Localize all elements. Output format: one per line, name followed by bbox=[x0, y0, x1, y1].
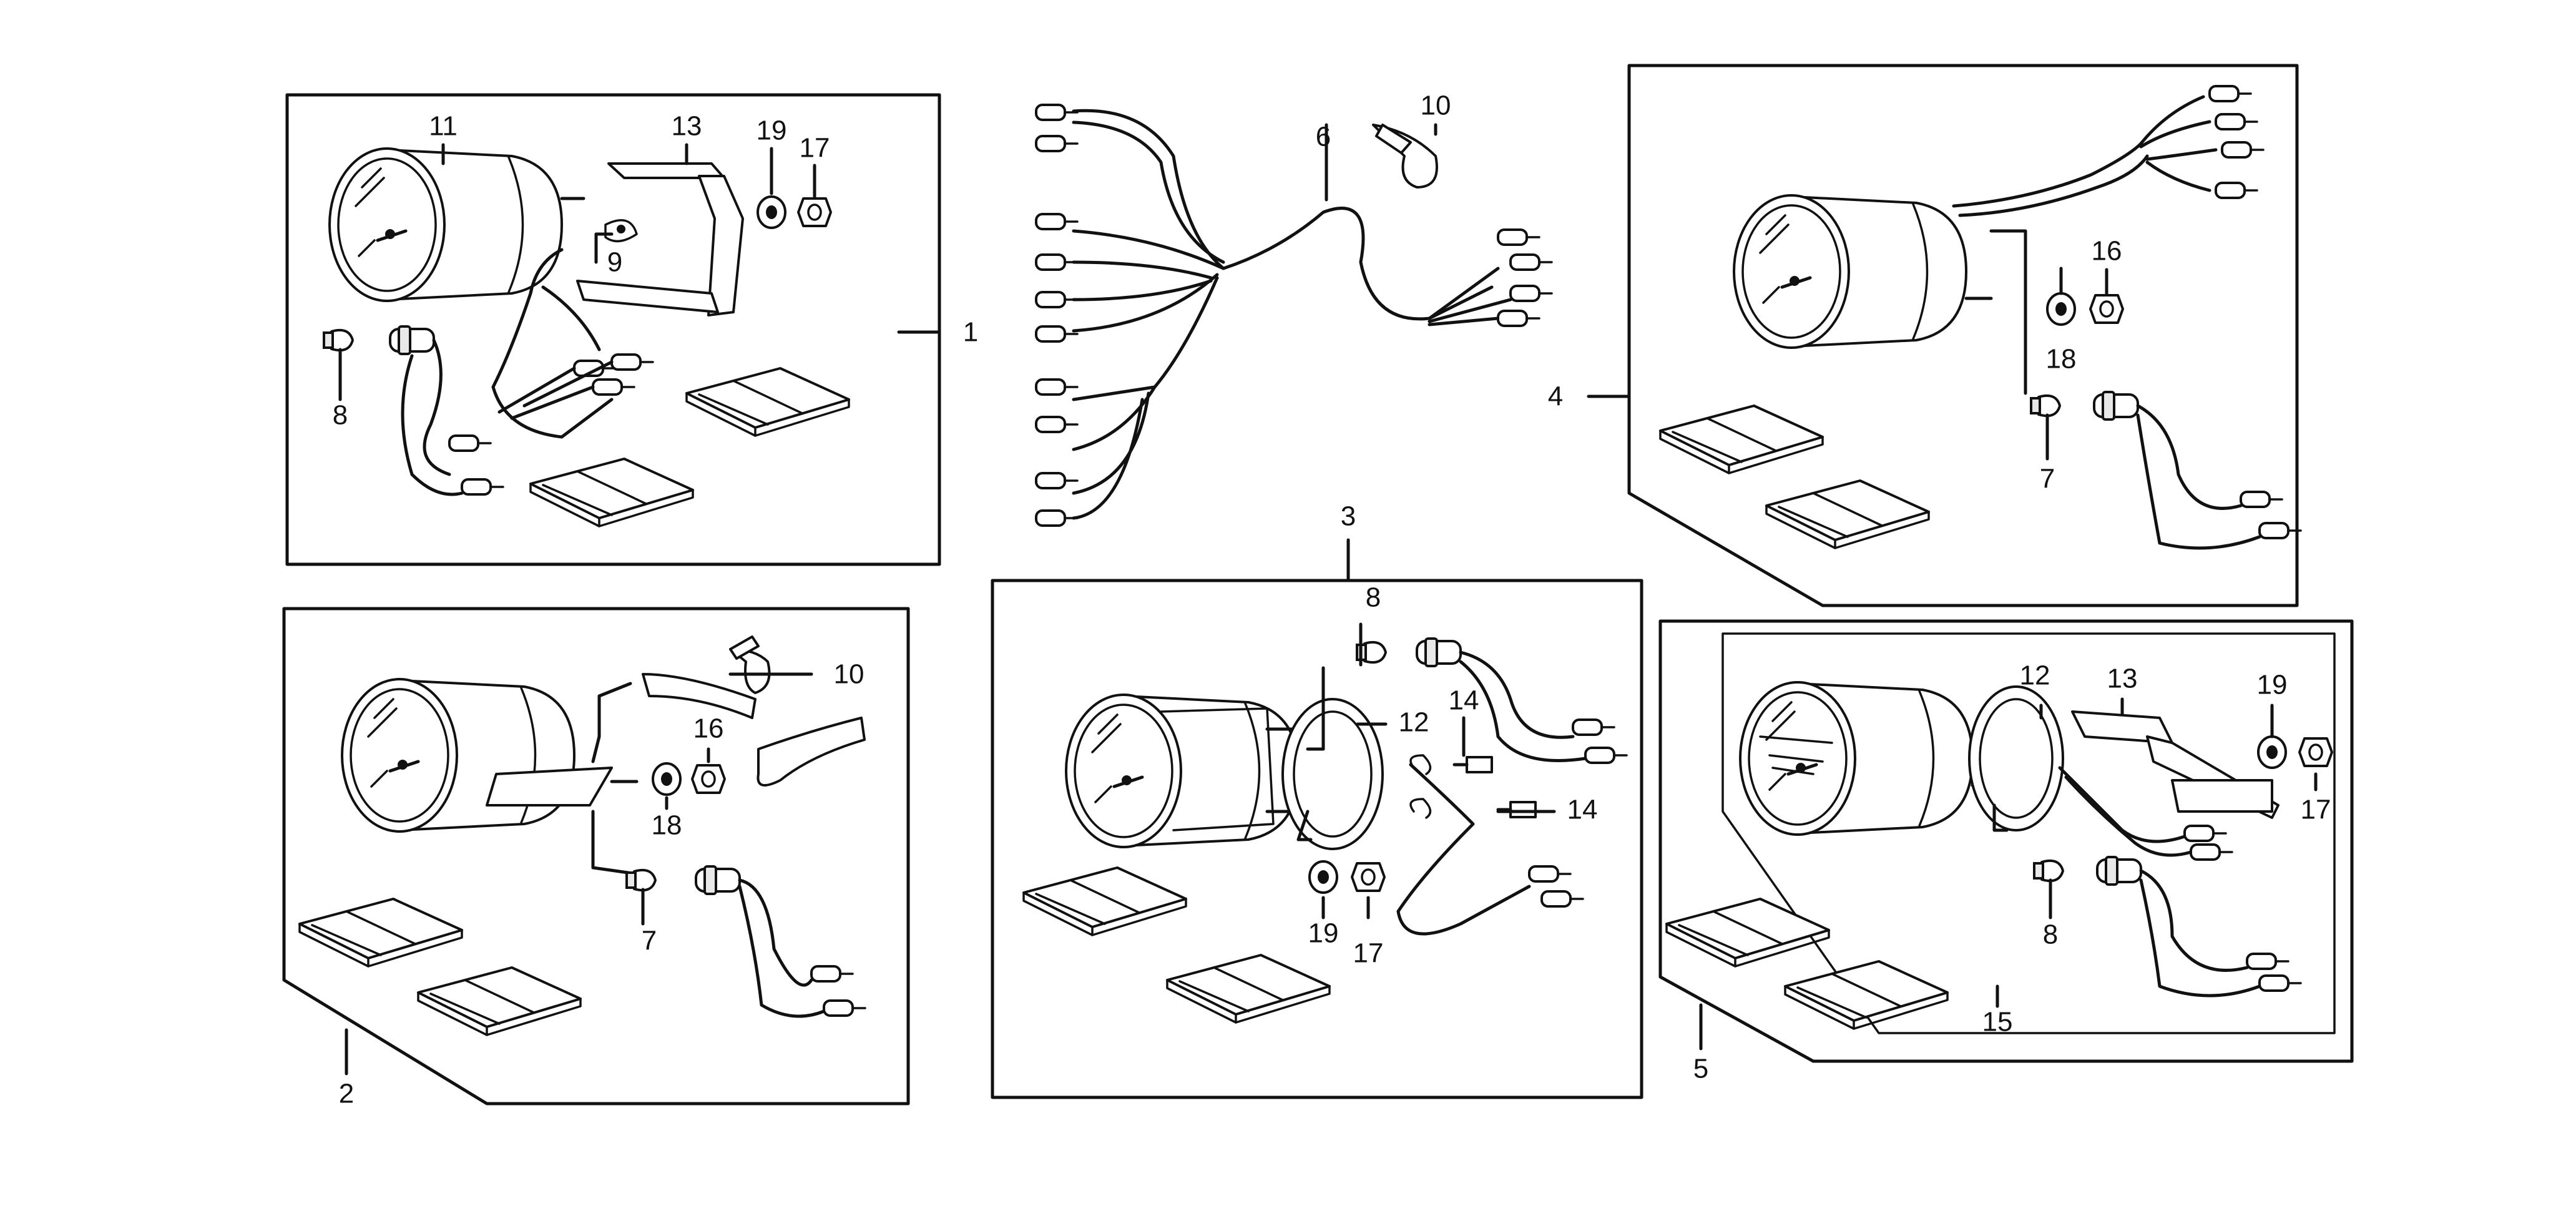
callout-15: 15 bbox=[1982, 1007, 2013, 1037]
callout-10b: 10 bbox=[834, 659, 864, 690]
callout-17b: 17 bbox=[1353, 938, 1384, 969]
callout-4: 4 bbox=[1548, 381, 1563, 412]
callout-10: 10 bbox=[1421, 91, 1451, 121]
assembly-3 bbox=[991, 538, 1643, 1099]
assembly-2 bbox=[282, 607, 910, 1106]
callout-7b: 7 bbox=[642, 926, 657, 956]
callout-12b: 12 bbox=[2020, 660, 2050, 691]
callout-17: 17 bbox=[800, 133, 830, 164]
callout-6: 6 bbox=[1316, 122, 1331, 152]
callout-19c: 19 bbox=[2257, 670, 2288, 700]
callout-12: 12 bbox=[1399, 707, 1429, 738]
assembly-4 bbox=[1587, 64, 2302, 607]
callout-14: 14 bbox=[1449, 685, 1479, 716]
callout-18b: 18 bbox=[652, 810, 682, 841]
assembly-1 bbox=[285, 93, 941, 566]
callout-19: 19 bbox=[757, 115, 787, 146]
callout-17c: 17 bbox=[2301, 795, 2331, 825]
screw-14a bbox=[1452, 756, 1493, 773]
callout-7: 7 bbox=[2040, 464, 2055, 494]
callout-2: 2 bbox=[339, 1079, 354, 1109]
callout-19b: 19 bbox=[1308, 918, 1339, 949]
assembly-5 bbox=[1658, 619, 2354, 1063]
callout-3: 3 bbox=[1341, 501, 1356, 532]
callout-9: 9 bbox=[607, 247, 622, 278]
callout-16b: 16 bbox=[693, 713, 724, 744]
callout-13b: 13 bbox=[2107, 664, 2138, 694]
callout-5: 5 bbox=[1693, 1054, 1708, 1084]
callout-13: 13 bbox=[672, 111, 702, 142]
callout-8: 8 bbox=[333, 400, 348, 431]
callout-18: 18 bbox=[2046, 344, 2077, 375]
screw-14b bbox=[1496, 801, 1537, 818]
callout-16: 16 bbox=[2092, 236, 2122, 267]
wire-harness-6 bbox=[1035, 104, 1553, 527]
callout-14b: 14 bbox=[1567, 795, 1598, 825]
callout-1: 1 bbox=[963, 317, 978, 348]
callout-11: 11 bbox=[429, 111, 458, 142]
callout-8b: 8 bbox=[1366, 582, 1381, 613]
callout-8c: 8 bbox=[2043, 919, 2058, 950]
